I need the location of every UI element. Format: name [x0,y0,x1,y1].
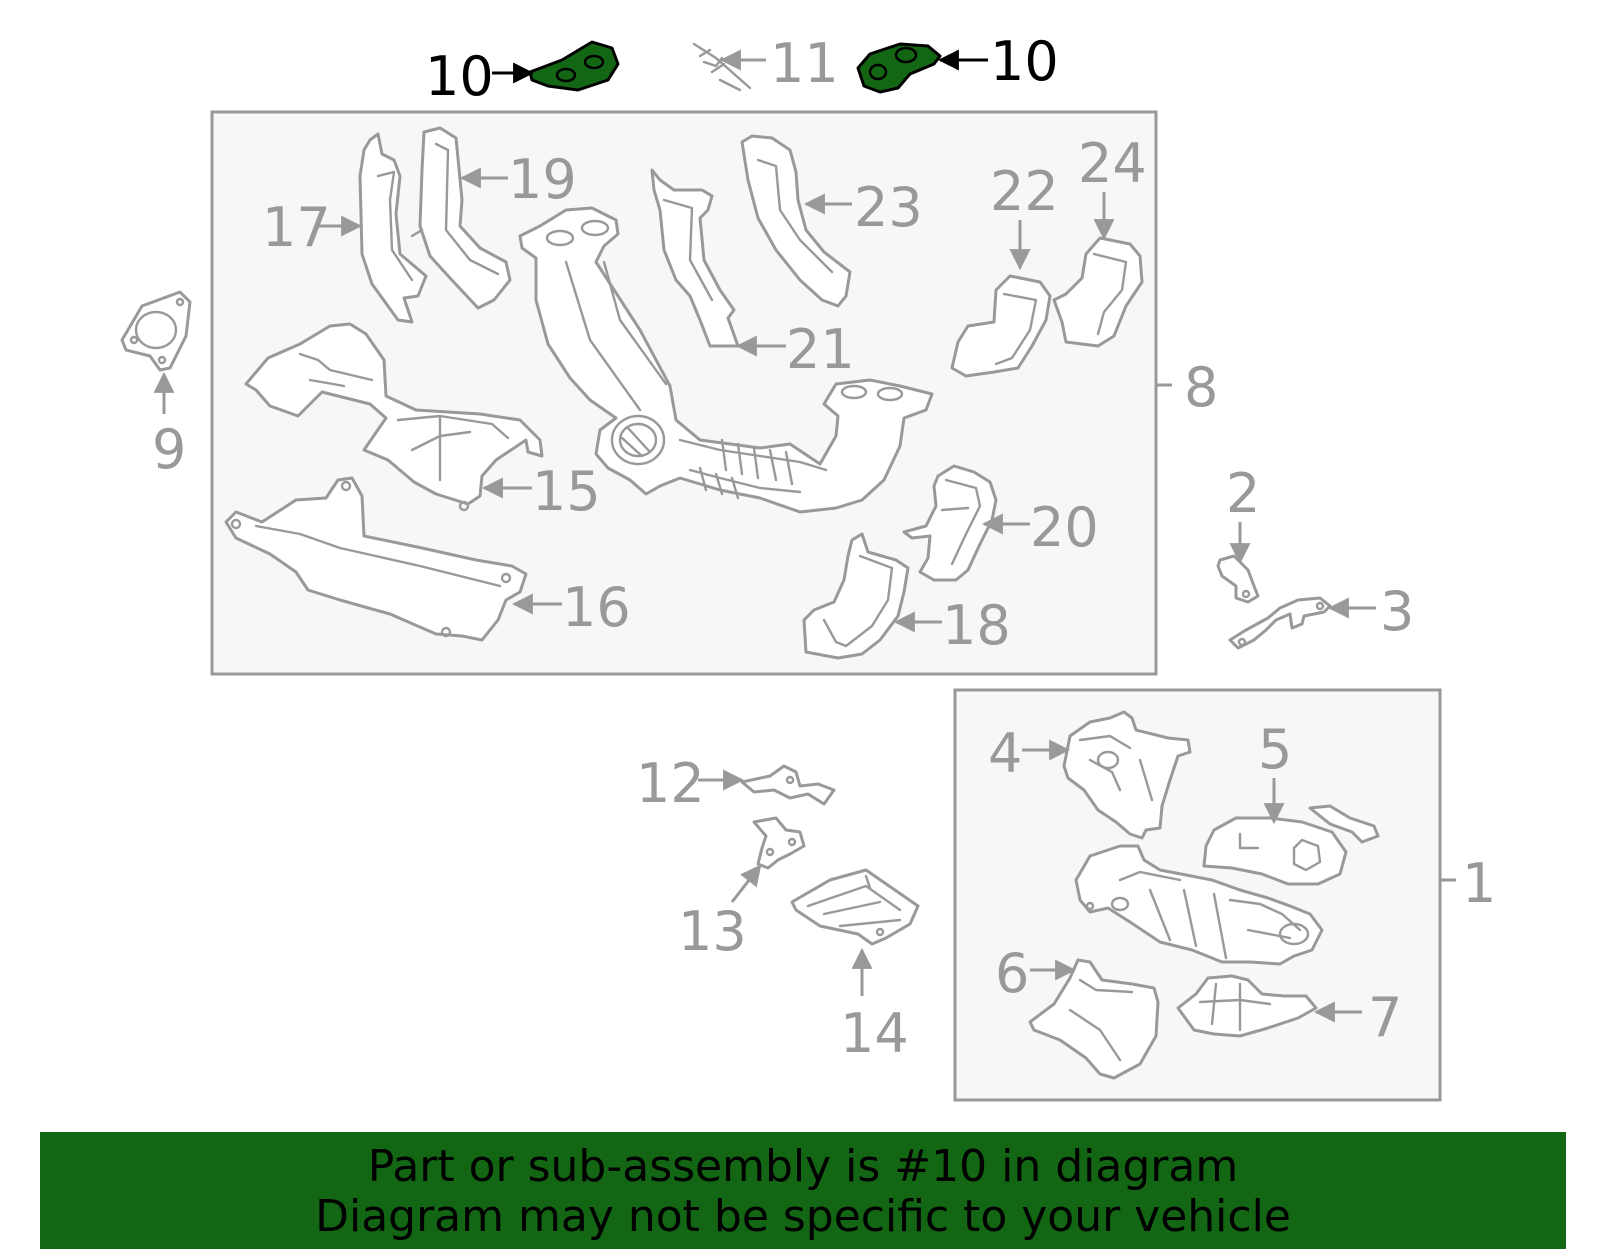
callout-20[interactable]: 20 [1030,496,1099,559]
callout-8[interactable]: 8 [1184,356,1218,419]
callout-24[interactable]: 24 [1078,132,1147,195]
callout-23[interactable]: 23 [854,176,923,239]
callout-21[interactable]: 21 [786,318,855,381]
part-12-bracket[interactable] [740,764,836,806]
part-23-heat-shield[interactable] [740,134,852,308]
callout-11[interactable]: 11 [770,32,839,95]
callout-22[interactable]: 22 [990,160,1059,223]
part-16-heat-shield[interactable] [224,476,528,642]
callout-9[interactable]: 9 [152,418,186,481]
part-11-clip[interactable] [692,42,752,92]
callout-16[interactable]: 16 [562,576,631,639]
callout-13[interactable]: 13 [678,900,747,963]
part-22-heat-shield[interactable] [950,274,1052,378]
part-20-heat-shield[interactable] [902,464,998,582]
part-18-heat-shield[interactable] [802,532,910,660]
part-19-heat-shield[interactable] [410,126,512,310]
part-21-heat-shield[interactable] [650,168,740,348]
part-2-bracket[interactable] [1216,554,1260,604]
leader-13 [730,864,762,903]
part-3-bracket[interactable] [1228,596,1332,650]
exhaust-pipe-assembly[interactable] [518,206,934,514]
callout-15[interactable]: 15 [532,460,601,523]
part-10-gasket-left[interactable] [528,40,620,92]
part-10-gasket-right[interactable] [856,42,942,94]
callout-6[interactable]: 6 [995,942,1029,1005]
part-24-heat-shield[interactable] [1052,236,1144,348]
callout-14[interactable]: 14 [840,1002,909,1065]
callout-1[interactable]: 1 [1462,852,1496,915]
callout-10-left[interactable]: 10 [425,45,494,108]
info-banner: Part or sub-assembly is #10 in diagram D… [40,1132,1566,1249]
callout-5[interactable]: 5 [1258,718,1292,781]
callout-12[interactable]: 12 [636,752,705,815]
part-4-heat-shield[interactable] [1062,710,1192,840]
callout-2[interactable]: 2 [1226,462,1260,525]
part-13-bracket[interactable] [752,816,806,870]
callout-18[interactable]: 18 [942,594,1011,657]
callout-19[interactable]: 19 [508,148,577,211]
banner-line-1: Part or sub-assembly is #10 in diagram [367,1141,1239,1192]
banner-line-2: Diagram may not be specific to your vehi… [315,1191,1291,1242]
callout-3[interactable]: 3 [1380,580,1414,643]
callout-10-right[interactable]: 10 [990,30,1059,93]
part-15-heat-shield[interactable] [244,322,544,512]
part-9-gasket[interactable] [120,290,192,372]
callout-7[interactable]: 7 [1368,986,1402,1049]
part-14-plate[interactable] [790,868,920,946]
callout-17[interactable]: 17 [262,196,331,259]
catalytic-converter[interactable] [1074,844,1324,966]
part-7-heat-shield[interactable] [1176,974,1318,1038]
callout-4[interactable]: 4 [988,722,1022,785]
